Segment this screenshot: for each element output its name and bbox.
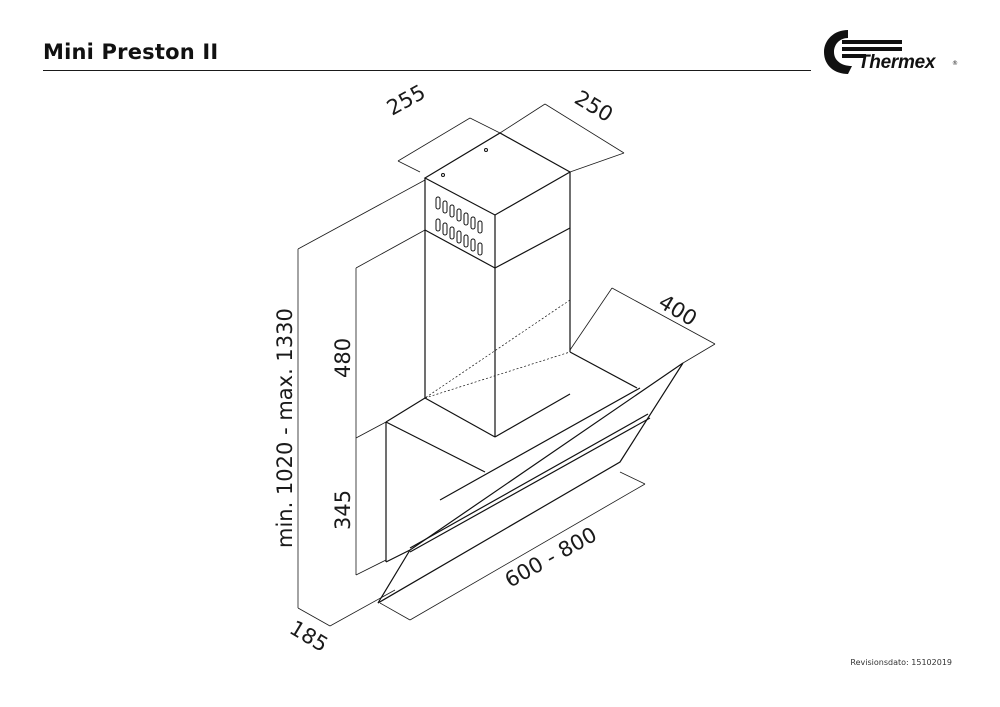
hidden-lines [424, 299, 571, 399]
dim-hood-depth-top: 400 [654, 290, 701, 331]
dim-hood-width: 600 - 800 [501, 522, 601, 592]
dim-bottom-depth: 185 [285, 616, 332, 657]
thermex-logo-icon [824, 30, 902, 74]
dim-hood-height: 345 [331, 490, 355, 530]
brand-wordmark: Thermex [858, 52, 936, 73]
vent-slots-icon [435, 148, 488, 256]
revision-date: Revisionsdato: 15102019 [850, 658, 952, 667]
dim-chimney-width: 250 [570, 86, 617, 127]
registered-mark: ® [952, 60, 958, 67]
dim-total-height: min. 1020 - max. 1330 [273, 308, 297, 548]
dim-chimney-height: 480 [331, 338, 355, 378]
hood-outline [377, 132, 684, 604]
page-title: Mini Preston II [43, 40, 219, 64]
dim-chimney-depth: 255 [383, 80, 430, 120]
dimension-lines [297, 103, 716, 627]
header-rule [43, 70, 811, 71]
